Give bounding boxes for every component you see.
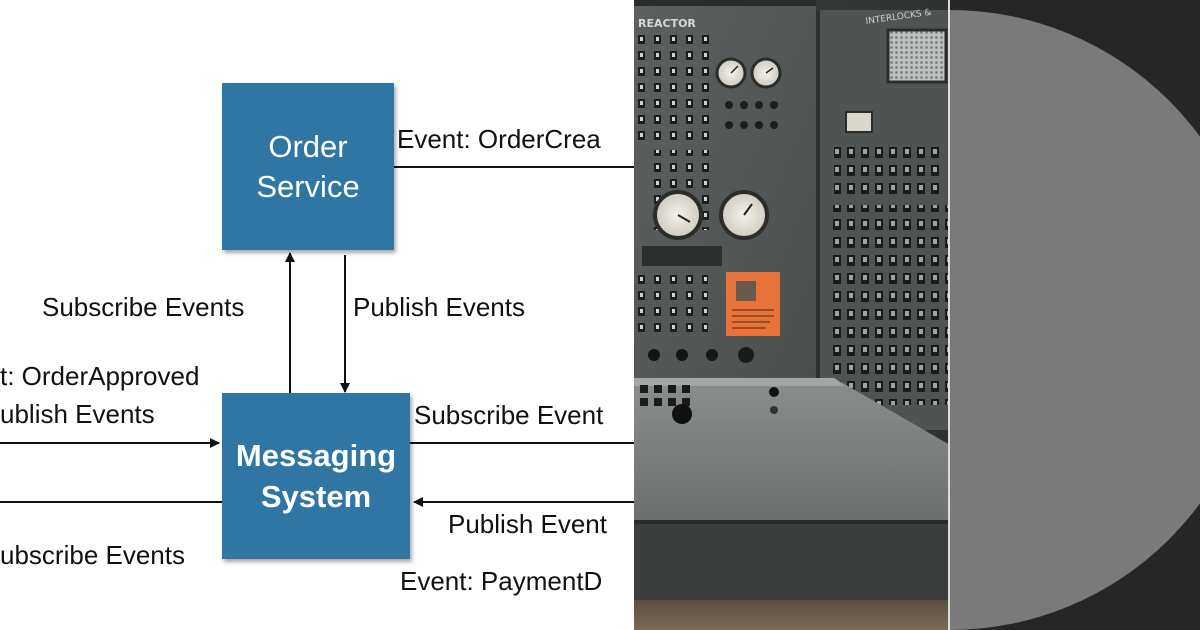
decorative-circle-panel: [950, 0, 1200, 630]
bottom-left-subscribe-events-label: ubscribe Events: [0, 540, 185, 570]
control-panel-photo: REACTOR: [634, 0, 950, 630]
right-subscribe-events-label: Subscribe Event: [414, 400, 604, 430]
decorative-circle-graphic: [950, 0, 1200, 630]
order-service-node: Order Service: [222, 83, 394, 250]
large-circle-shape: [950, 10, 1200, 630]
subscribe-events-label: Subscribe Events: [42, 292, 245, 322]
order-service-label: Order Service: [256, 128, 360, 204]
connector-lines: [0, 166, 634, 507]
messaging-system-label: Messaging System: [235, 438, 397, 514]
control-panel-illustration: REACTOR: [634, 0, 950, 630]
publish-events-label: Publish Events: [353, 292, 525, 322]
architecture-diagram: Order Service Messaging System Event: Or…: [0, 83, 634, 596]
event-order-approved-label: t: OrderApproved: [0, 361, 200, 391]
event-payment-label: Event: PaymentD: [400, 566, 603, 596]
event-order-created-label: Event: OrderCrea: [397, 124, 601, 154]
reactor-label: REACTOR: [638, 17, 696, 30]
left-publish-events-label: ublish Events: [0, 399, 155, 429]
right-publish-events-label: Publish Event: [448, 509, 607, 539]
messaging-system-node: Messaging System: [222, 393, 410, 559]
